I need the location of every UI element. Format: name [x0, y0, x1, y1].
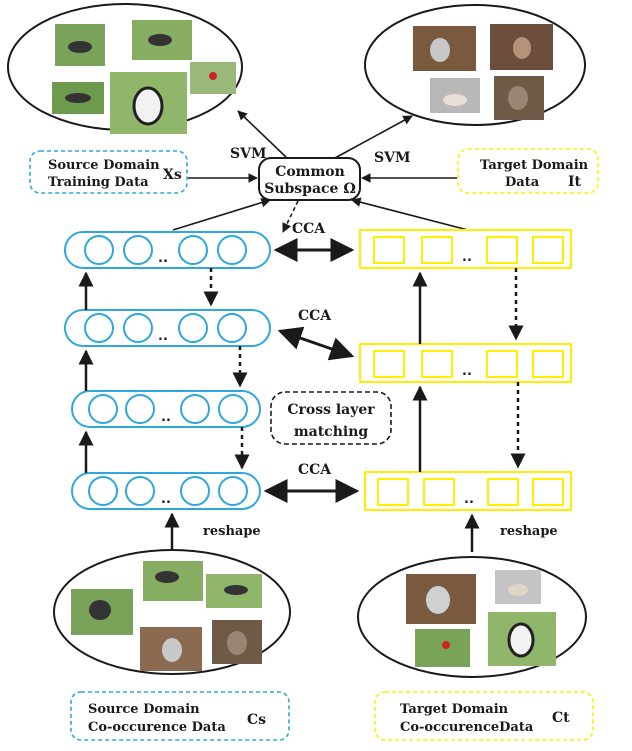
source-layer-4: .. [71, 472, 261, 510]
ellipsis: .. [464, 492, 474, 507]
target-cooccurrence-box: Target Domain Co-occurenceData Ct [374, 691, 594, 741]
source-layer-3: .. [71, 390, 261, 428]
source-train-symbol: Xs [163, 167, 182, 183]
target-cooc-label-1: Target Domain [400, 702, 509, 717]
cross-layer-matching-box: Cross layer matching [270, 391, 392, 445]
target-layer-3: .. [364, 471, 572, 511]
target-bottom-images [357, 556, 587, 678]
svm-arrow-right [334, 115, 413, 159]
source-layer-2: .. [64, 309, 271, 347]
cross-layer-label-1: Cross layer [287, 402, 375, 418]
target-layer-to-subspace-arrow [351, 197, 469, 231]
target-top-images [364, 4, 586, 126]
target-data-label-1: Target Domain [480, 158, 589, 173]
source-bottom-images [53, 549, 291, 675]
target-cooc-symbol: Ct [552, 710, 570, 726]
ellipsis: .. [462, 250, 472, 265]
source-training-data-box: Source Domain Training Data Xs [29, 150, 188, 194]
source-train-label-1: Source Domain [48, 158, 160, 173]
source-top-images [7, 3, 243, 134]
source-layer-1: .. [64, 231, 271, 269]
ellipsis: .. [158, 329, 168, 344]
cca-arrow-middle [277, 326, 355, 361]
source-cooc-label-1: Source Domain [88, 702, 200, 717]
source-cooc-label-2: Co-occurence Data [88, 720, 226, 735]
cca-label-top: CCA [292, 221, 326, 237]
source-cooc-symbol: Cs [247, 712, 266, 728]
reshape-label-right: reshape [500, 524, 558, 539]
cca-label-middle: CCA [298, 308, 332, 324]
source-cooccurrence-box: Source Domain Co-occurence Data Cs [70, 691, 290, 741]
common-label-1: Common [275, 164, 345, 180]
target-layer-2: .. [359, 343, 572, 383]
cross-layer-label-2: matching [294, 424, 369, 440]
ellipsis: .. [158, 251, 168, 266]
target-data-symbol: It [568, 174, 582, 190]
svm-label-right: SVM [374, 150, 410, 166]
source-train-label-2: Training Data [48, 175, 149, 190]
subspace-to-source-dashed-arrow [282, 200, 299, 233]
ellipsis: .. [161, 492, 171, 507]
common-subspace: Common Subspace Ω [258, 157, 361, 201]
reshape-label-left: reshape [203, 524, 261, 539]
cca-label-bottom: CCA [298, 462, 332, 478]
common-label-2: Subspace Ω [264, 181, 356, 197]
bird-photo-icon [415, 629, 470, 667]
ellipsis: .. [462, 364, 472, 379]
svm-label-left: SVM [230, 146, 266, 162]
target-cooc-label-2: Co-occurenceData [400, 720, 534, 735]
svm-arrow-left [237, 110, 288, 159]
target-data-box: Target Domain Data It [457, 148, 599, 194]
target-data-label-2: Data [505, 175, 540, 190]
source-layer-to-subspace-arrow [172, 197, 271, 231]
ellipsis: .. [161, 410, 171, 425]
target-layer-1: .. [359, 229, 572, 269]
